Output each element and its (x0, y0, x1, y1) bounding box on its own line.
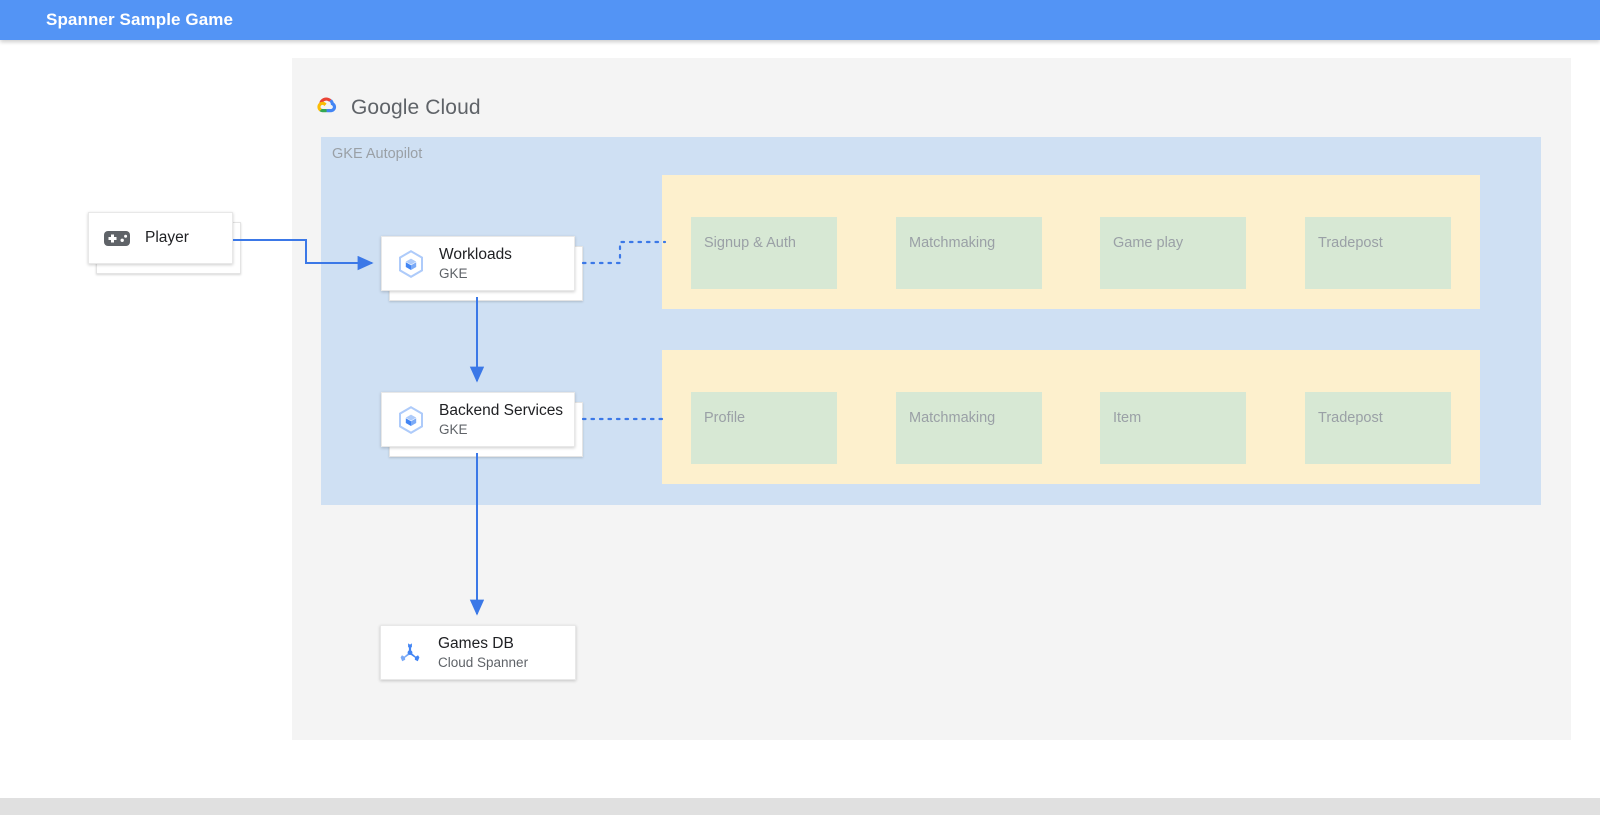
node-title: Backend Services (439, 401, 564, 419)
node-games-db[interactable]: Games DB Cloud Spanner (380, 625, 576, 680)
node-title: Games DB (438, 634, 514, 652)
gke-hexagon-icon (396, 405, 426, 435)
service-band-backend: Profile Matchmaking Item Tradepost (662, 350, 1480, 484)
node-text: Backend Services GKE (439, 402, 563, 437)
google-cloud-logo-icon (311, 93, 341, 124)
gke-hexagon-icon (396, 249, 426, 279)
gke-autopilot-label: GKE Autopilot (332, 146, 423, 162)
cloud-spanner-icon (395, 638, 425, 668)
page-title: Spanner Sample Game (46, 10, 234, 29)
node-text: Workloads GKE (439, 246, 512, 281)
node-subtitle: GKE (439, 421, 468, 437)
service-box[interactable]: Matchmaking (896, 217, 1042, 289)
google-cloud-brand: Google Cloud (311, 93, 481, 123)
node-subtitle: GKE (439, 265, 468, 281)
service-box[interactable]: Tradepost (1305, 392, 1451, 464)
service-band-frontend: Signup & Auth Matchmaking Game play Trad… (662, 175, 1480, 309)
app-header-bar: Spanner Sample Game (0, 0, 1600, 40)
node-text: Player (145, 229, 189, 247)
node-text: Games DB Cloud Spanner (438, 635, 528, 670)
service-box-label: Item (1113, 410, 1142, 426)
node-card[interactable]: Backend Services GKE (381, 392, 575, 447)
node-card[interactable]: Player (88, 212, 233, 264)
service-box[interactable]: Item (1100, 392, 1246, 464)
service-box-label: Tradepost (1318, 235, 1383, 251)
service-box-label: Game play (1113, 235, 1184, 251)
brand-name-primary: Google (351, 96, 420, 119)
service-box[interactable]: Tradepost (1305, 217, 1451, 289)
node-player[interactable]: Player (88, 212, 241, 274)
node-subtitle: Cloud Spanner (438, 654, 529, 670)
service-box[interactable]: Signup & Auth (691, 217, 837, 289)
service-box-label: Tradepost (1318, 410, 1383, 426)
gamepad-icon (102, 223, 132, 253)
service-box-label: Matchmaking (909, 410, 996, 426)
google-cloud-logo-text: Google Cloud (351, 96, 481, 120)
node-backend-services[interactable]: Backend Services GKE (381, 392, 583, 457)
brand-name-secondary: Cloud (425, 96, 481, 119)
browser-bottom-strip (0, 798, 1600, 815)
node-card[interactable]: Workloads GKE (381, 236, 575, 291)
service-box-label: Signup & Auth (704, 235, 796, 251)
node-title: Player (145, 229, 189, 247)
service-box[interactable]: Matchmaking (896, 392, 1042, 464)
service-box-label: Profile (704, 410, 746, 426)
node-title: Workloads (439, 245, 512, 263)
service-box[interactable]: Profile (691, 392, 837, 464)
service-box[interactable]: Game play (1100, 217, 1246, 289)
service-box-label: Matchmaking (909, 235, 996, 251)
node-card[interactable]: Games DB Cloud Spanner (380, 625, 576, 680)
node-workloads[interactable]: Workloads GKE (381, 236, 583, 301)
